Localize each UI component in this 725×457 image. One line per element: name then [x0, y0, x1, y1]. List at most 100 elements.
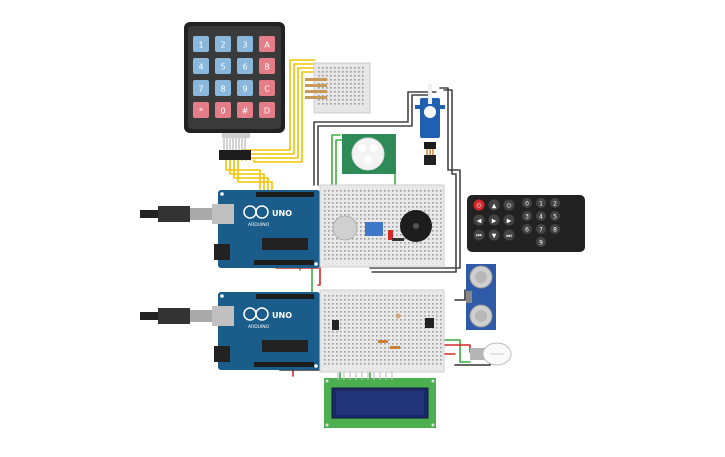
breadboard-holes: [318, 67, 364, 105]
remote-number-button[interactable]: 7: [536, 224, 546, 234]
usb-cable-top: [140, 206, 212, 222]
keypad-key[interactable]: 5: [215, 58, 231, 74]
keypad-key-label: B: [264, 63, 270, 72]
remote-number-button[interactable]: 8: [550, 224, 560, 234]
keypad-key-label: 0: [220, 107, 225, 116]
red-led: [388, 230, 393, 240]
remote-number-label: 7: [539, 226, 543, 233]
keypad-key[interactable]: 1: [193, 36, 209, 52]
remote-number-button[interactable]: 5: [550, 211, 560, 221]
arduino-uno-top: UNO ARDUINO: [212, 190, 320, 268]
keypad-key-label: *: [199, 107, 203, 116]
remote-button-label: ▼: [492, 233, 497, 240]
keypad-key-label: D: [264, 107, 270, 116]
keypad-keys: 1 2 3 A 4 5 6 B 7 8 9 C * 0 # D: [193, 36, 275, 118]
servo-motor: [415, 84, 445, 165]
keypad-header: [219, 150, 251, 160]
keypad-key[interactable]: C: [259, 80, 275, 96]
keypad-key[interactable]: B: [259, 58, 275, 74]
lcd-pins: [337, 372, 393, 380]
keypad-key-label: A: [264, 41, 270, 50]
remote-control-button[interactable]: ▼: [488, 229, 500, 241]
remote-number-label: 8: [553, 226, 557, 233]
dip-switch: [365, 222, 383, 236]
resistor-array: [305, 78, 327, 99]
ultrasonic-sensor: [466, 264, 496, 330]
usb-cable-bottom: [140, 308, 212, 324]
remote-button-label: ▲: [492, 203, 497, 210]
remote-button-label: ⏭: [506, 233, 512, 240]
remote-control-button[interactable]: ⏻: [473, 199, 485, 211]
keypad-key[interactable]: 3: [237, 36, 253, 52]
keypad-key[interactable]: 2: [215, 36, 231, 52]
remote-number-button[interactable]: 4: [536, 211, 546, 221]
remote-button-label: ⏮: [476, 233, 482, 240]
remote-number-button[interactable]: 3: [522, 211, 532, 221]
remote-control-button[interactable]: ⏻: [503, 199, 515, 211]
transistor: [332, 320, 339, 330]
keypad-key-label: 6: [242, 63, 247, 72]
remote-control-button[interactable]: ⏮: [473, 229, 485, 241]
keypad-key[interactable]: 9: [237, 80, 253, 96]
potentiometer: [332, 215, 358, 241]
remote-number-label: 6: [525, 226, 529, 233]
remote-number-label: 0: [525, 200, 529, 207]
keypad-key[interactable]: #: [237, 102, 253, 118]
keypad-key-label: 3: [242, 41, 247, 50]
keypad-key-label: C: [264, 85, 270, 94]
remote-number-button[interactable]: 2: [550, 198, 560, 208]
keypad-key[interactable]: 7: [193, 80, 209, 96]
remote-number-button[interactable]: 9: [536, 237, 546, 247]
remote-control-button[interactable]: ◀: [473, 214, 485, 226]
remote-number-label: 4: [539, 213, 543, 220]
remote-button-label: ▶: [492, 218, 497, 225]
remote-control-button[interactable]: ▶: [488, 214, 500, 226]
keypad-key[interactable]: D: [259, 102, 275, 118]
keypad-key-label: 9: [242, 85, 247, 94]
remote-control-button[interactable]: ▲: [488, 199, 500, 211]
remote-number-label: 5: [553, 213, 557, 220]
remote-number-label: 9: [539, 239, 543, 246]
keypad-key-label: 5: [220, 63, 225, 72]
breadboard-bottom: [319, 289, 445, 373]
remote-button-label: ▶: [507, 218, 512, 225]
keypad-key[interactable]: A: [259, 36, 275, 52]
keypad-key-label: 8: [220, 85, 225, 94]
remote-number-label: 3: [525, 213, 529, 220]
keypad-pins: [223, 138, 246, 150]
keypad-key-label: 2: [220, 41, 225, 50]
keypad-key-label: 4: [198, 63, 203, 72]
remote-number-button[interactable]: 6: [522, 224, 532, 234]
ir-remote: ⏻ ▲ ⏻ ◀ ▶ ▶ ⏮ ▼ ⏭ 0 1 2 3 4 5 6 7 8 9: [467, 195, 585, 252]
keypad-key-label: 1: [198, 41, 203, 50]
keypad-key[interactable]: 4: [193, 58, 209, 74]
servo-wires: [313, 87, 461, 273]
keypad-key[interactable]: 0: [215, 102, 231, 118]
remote-number-button[interactable]: 1: [536, 198, 546, 208]
sensor-chip: [425, 318, 434, 328]
light-bulb: [470, 342, 512, 366]
remote-button-label: ⏻: [507, 203, 512, 210]
remote-button-label: ◀: [477, 218, 482, 225]
mini-breadboard: [305, 62, 371, 114]
keypad-key-label: 7: [198, 85, 203, 94]
remote-number-label: 1: [539, 200, 543, 207]
remote-button-label: ⏻: [477, 203, 482, 210]
remote-control-button[interactable]: ⏭: [503, 229, 515, 241]
keypad-key[interactable]: 6: [237, 58, 253, 74]
remote-number-button[interactable]: 0: [522, 198, 532, 208]
keypad-key-label: #: [242, 107, 249, 116]
remote-control-button[interactable]: ▶: [503, 214, 515, 226]
arduino-top-brand: UNO: [272, 209, 292, 218]
remote-buttons: ⏻ ▲ ⏻ ◀ ▶ ▶ ⏮ ▼ ⏭ 0 1 2 3 4 5 6 7 8 9: [473, 198, 560, 247]
arduino-top-sub: ARDUINO: [248, 222, 270, 228]
pir-sensor: [342, 134, 396, 174]
lcd-16x2: [324, 372, 436, 428]
remote-number-label: 2: [553, 200, 557, 207]
arduino-bottom-brand: UNO: [272, 311, 292, 320]
breadboard-top: [319, 184, 445, 268]
keypad-key[interactable]: *: [193, 102, 209, 118]
keypad-key[interactable]: 8: [215, 80, 231, 96]
